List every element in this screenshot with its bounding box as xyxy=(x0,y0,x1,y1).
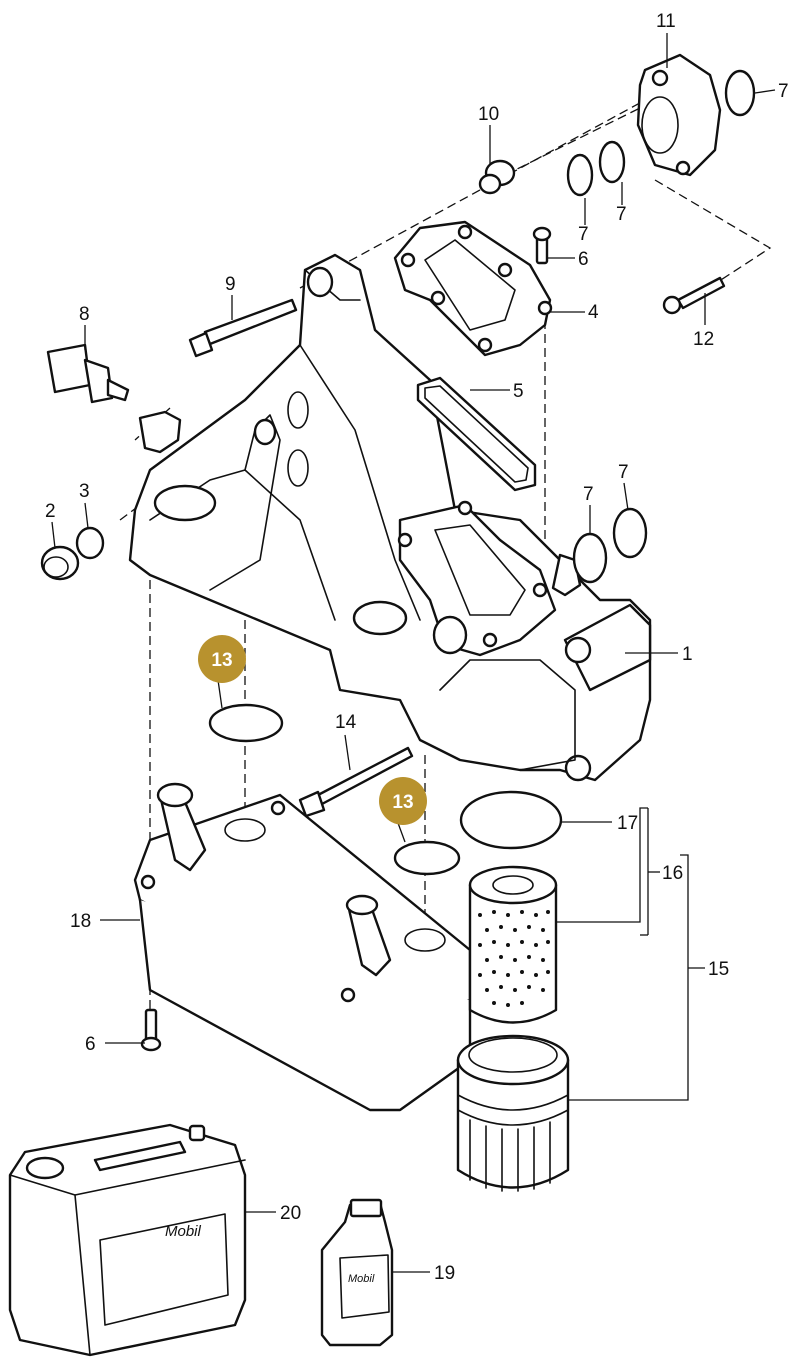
callout-7-a: 7 xyxy=(778,81,789,102)
badge-13-a-label: 13 xyxy=(211,650,232,671)
bottle-brand-label: Mobil xyxy=(348,1273,375,1285)
filter-o-ring xyxy=(459,790,563,850)
leader-lines xyxy=(51,33,776,1273)
flange-cover xyxy=(393,220,553,357)
callout-16: 16 xyxy=(662,863,683,884)
plug-2 xyxy=(40,545,80,581)
badge-13-a: 13 xyxy=(198,635,246,683)
bolt-12 xyxy=(662,276,726,315)
bolt-9 xyxy=(188,298,298,358)
callout-6-bottom: 6 xyxy=(85,1034,96,1055)
canister-brand-label: Mobil xyxy=(165,1223,202,1240)
callout-8: 8 xyxy=(79,304,90,325)
seal-rings xyxy=(208,703,461,876)
callout-20: 20 xyxy=(280,1203,301,1224)
gasket xyxy=(416,376,537,492)
oil-cooler xyxy=(133,782,472,1112)
bolt-6-bottom xyxy=(140,1008,162,1052)
callout-7-d: 7 xyxy=(583,484,594,505)
callout-labels: 11 7 10 7 7 6 4 12 9 8 5 7 7 3 2 1 14 17… xyxy=(45,11,789,1284)
bolt-6-top xyxy=(532,226,552,265)
callout-18: 18 xyxy=(70,911,91,932)
callout-11: 11 xyxy=(656,11,676,32)
badge-13-b: 13 xyxy=(379,777,427,825)
plug-10 xyxy=(478,159,516,195)
callout-9: 9 xyxy=(225,274,236,295)
callout-1: 1 xyxy=(682,644,693,665)
callout-14: 14 xyxy=(335,712,357,733)
callout-4: 4 xyxy=(588,302,599,323)
callout-7-e: 7 xyxy=(618,462,629,483)
callout-7-b: 7 xyxy=(578,224,589,245)
filter-cap xyxy=(456,1034,570,1192)
oil-filter-housing xyxy=(128,253,652,782)
bolt-14 xyxy=(298,746,414,818)
callout-17: 17 xyxy=(617,813,638,834)
callout-6-top: 6 xyxy=(578,249,589,270)
callout-2: 2 xyxy=(45,501,56,522)
o-rings xyxy=(75,69,756,584)
callout-7-c: 7 xyxy=(616,204,627,225)
callout-5: 5 xyxy=(513,381,524,402)
callout-12: 12 xyxy=(693,329,714,350)
callout-19: 19 xyxy=(434,1263,455,1284)
oil-canister: Mobil xyxy=(8,1123,247,1357)
callout-15: 15 xyxy=(708,959,729,980)
pump-housing xyxy=(636,53,722,177)
filter-element xyxy=(468,865,558,1024)
oil-bottle: Mobil xyxy=(320,1198,394,1347)
callout-3: 3 xyxy=(79,481,90,502)
filter-mesh xyxy=(478,910,550,1007)
badge-13-b-label: 13 xyxy=(392,792,413,813)
sensor-8 xyxy=(46,343,130,404)
callout-10: 10 xyxy=(478,104,499,125)
